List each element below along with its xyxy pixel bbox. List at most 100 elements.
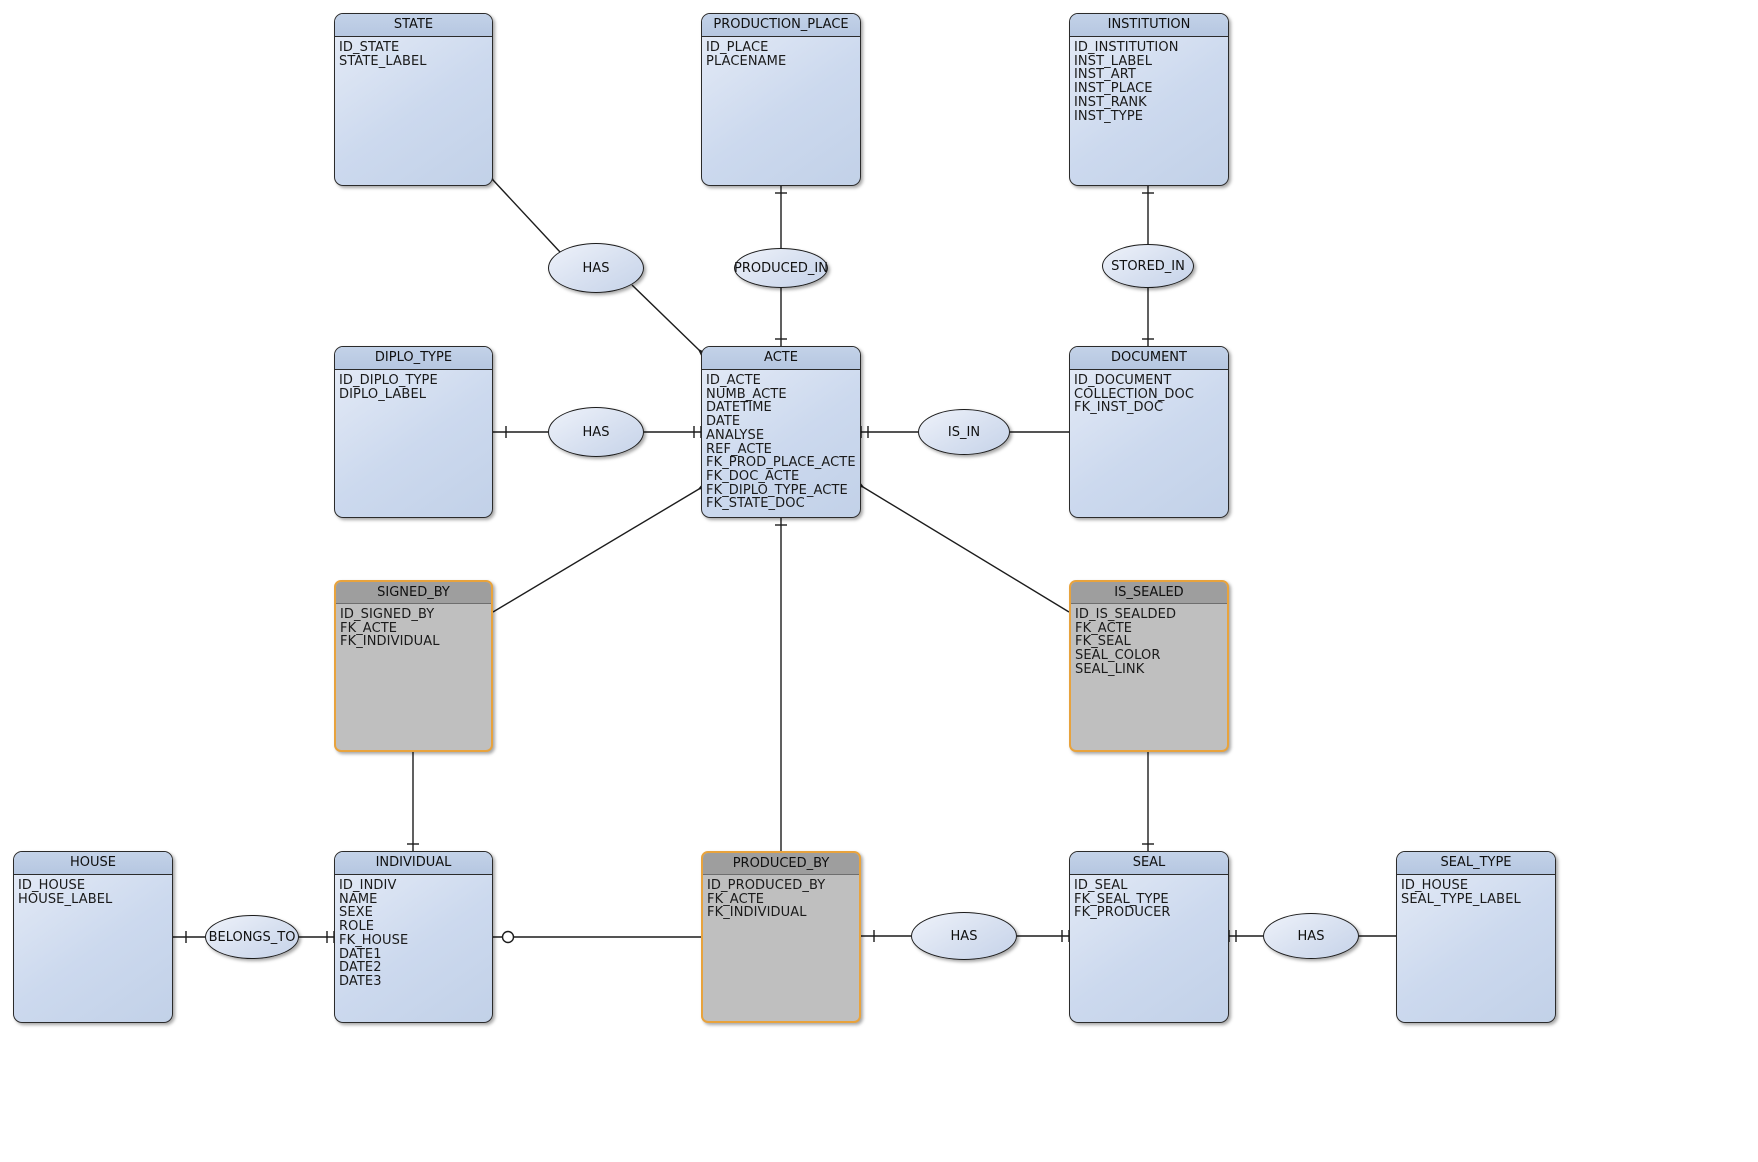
attribute: FK_PRODUCER: [1074, 905, 1171, 921]
attribute: NUMB_ACTE: [706, 386, 787, 402]
relationship-rel_has_sealtype[interactable]: HAS: [1263, 913, 1359, 959]
relationship-rel_has_diplo[interactable]: HAS: [548, 407, 644, 457]
attribute: FK_PROD_PLACE_ACTE: [706, 455, 856, 471]
attribute: FK_INST_DOC: [1074, 400, 1164, 416]
attribute: ID_INSTITUTION: [1074, 40, 1179, 55]
attribute: DIPLO_LABEL: [339, 386, 427, 402]
entity-title-institution: INSTITUTION: [1070, 14, 1228, 37]
attribute: FK_INDIVIDUAL: [707, 905, 807, 921]
relationship-label: BELONGS_TO: [208, 929, 296, 945]
attribute: ID_STATE: [339, 40, 400, 55]
attribute: INST_RANK: [1074, 94, 1147, 110]
entity-title-state: STATE: [335, 14, 492, 37]
entity-title-diplo_type: DIPLO_TYPE: [335, 347, 492, 370]
connector-state-has: [492, 179, 561, 253]
relationship-label: STORED_IN: [1111, 258, 1185, 274]
attribute: ID_SEAL: [1074, 878, 1128, 893]
attribute: HOUSE_LABEL: [18, 891, 113, 907]
entity-title-document: DOCUMENT: [1070, 347, 1228, 370]
entity-title-acte: ACTE: [702, 347, 860, 370]
attribute: DATE: [706, 414, 741, 430]
attribute: ID_IS_SEALDED: [1075, 607, 1177, 622]
attribute: INST_ART: [1074, 67, 1136, 83]
connector-has-acte: [631, 284, 700, 351]
attribute: DATE3: [339, 973, 382, 989]
relationship-label: IS_IN: [947, 424, 981, 440]
attribute: REF_ACTE: [706, 441, 772, 457]
connector-issealed-acte: [862, 486, 1070, 613]
attribute: INST_TYPE: [1074, 108, 1144, 124]
attribute: SEAL_LINK: [1075, 661, 1145, 677]
relationship-label: PRODUCED_IN: [734, 260, 828, 276]
attribute: FK_ACTE: [1075, 620, 1133, 636]
attribute: ID_HOUSE: [1401, 878, 1469, 893]
relationship-rel_stored_in[interactable]: STORED_IN: [1102, 244, 1194, 288]
attribute: FK_HOUSE: [339, 932, 409, 948]
attribute: FK_DIPLO_TYPE_ACTE: [706, 482, 848, 498]
connector-signedby-acte: [492, 488, 700, 613]
attribute: FK_INDIVIDUAL: [340, 634, 440, 650]
entity-title-seal: SEAL: [1070, 852, 1228, 875]
attribute: ID_DOCUMENT: [1074, 373, 1172, 388]
relationship-label: HAS: [1297, 928, 1325, 944]
attribute: DATE2: [339, 960, 382, 976]
attribute: ROLE: [339, 919, 375, 935]
entity-title-individual: INDIVIDUAL: [335, 852, 492, 875]
attribute: ID_ACTE: [706, 373, 761, 388]
attribute: FK_STATE_DOC: [706, 496, 805, 512]
relationship-rel_has_state[interactable]: HAS: [548, 243, 644, 293]
attribute: INST_LABEL: [1074, 53, 1153, 69]
attribute: ANALYSE: [706, 427, 765, 443]
attribute: DATETIME: [706, 400, 772, 416]
relationship-rel_produced_in[interactable]: PRODUCED_IN: [734, 248, 828, 288]
attribute: ID_PLACE: [706, 40, 769, 55]
relationship-rel_is_in[interactable]: IS_IN: [918, 409, 1010, 455]
attribute: FK_SEAL_TYPE: [1074, 891, 1169, 907]
attribute: ID_PRODUCED_BY: [707, 878, 826, 893]
attribute: FK_DOC_ACTE: [706, 468, 800, 484]
attribute: COLLECTION_DOC: [1074, 386, 1195, 402]
attribute: ID_SIGNED_BY: [340, 607, 435, 622]
attribute: PLACENAME: [706, 53, 787, 69]
entity-title-house: HOUSE: [14, 852, 172, 875]
relationship-rel_has_prod[interactable]: HAS: [911, 912, 1017, 960]
entity-title-signed_by: SIGNED_BY: [336, 582, 491, 604]
attribute: SEXE: [339, 905, 373, 921]
attribute: FK_ACTE: [707, 891, 765, 907]
relationship-rel_belongs_to[interactable]: BELONGS_TO: [205, 915, 299, 959]
relationship-label: HAS: [950, 928, 978, 944]
attribute: ID_HOUSE: [18, 878, 86, 893]
attribute: NAME: [339, 891, 378, 907]
attribute: SEAL_COLOR: [1075, 648, 1161, 664]
entity-title-production_place: PRODUCTION_PLACE: [702, 14, 860, 37]
attribute: INST_PLACE: [1074, 81, 1153, 97]
entity-title-produced_by: PRODUCED_BY: [703, 853, 859, 875]
cardinality-zero-circle: [501, 930, 515, 944]
